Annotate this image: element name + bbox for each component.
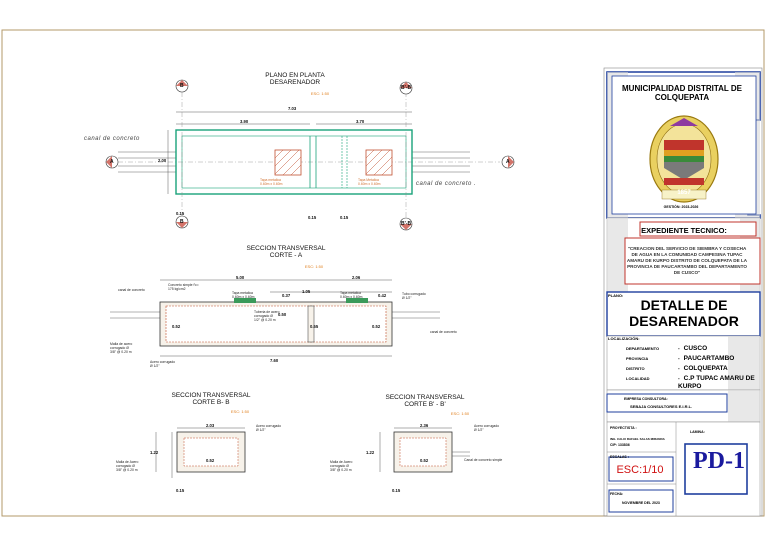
note-malla: Malla de acero corrugado Ø 3/8" @ 0.20 m	[110, 342, 133, 354]
dim-b1: 0.15	[176, 211, 185, 216]
note-tapa1: Tapa metalica 0.60m x 0.60m	[232, 291, 255, 299]
section-bb-title: SECCION TRANSVERSAL CORTE B' - B'	[385, 394, 465, 408]
dim-b-b: 0.15	[176, 488, 185, 493]
dim-a-d3: 0.50	[278, 312, 287, 317]
expediente-description: "CREACION DEL SERVICIO DE SIEMBRA Y COSE…	[626, 246, 748, 275]
cip-text: CIP: 133836	[610, 443, 630, 447]
note-tapa2: Tapa metalica 0.60m x 0.60m	[340, 291, 363, 299]
dim-bb-h: 1.22	[366, 450, 375, 455]
section-bb	[379, 427, 470, 473]
loc-value: -CUSCO	[678, 345, 708, 352]
dim-a-t2: 0.42	[378, 293, 387, 298]
dim-b-h: 1.22	[150, 450, 159, 455]
note-canal-a: canal de concreto	[118, 288, 145, 292]
fecha-value: NOVIEMBRE DEL 2023	[622, 501, 660, 505]
sheet-border	[1, 29, 765, 517]
fecha-label: FECHA:	[610, 492, 624, 496]
section-marker-icon	[105, 79, 515, 231]
marker-b-top: B	[180, 83, 184, 89]
loc-value: -C.P TUPAC AMARU DE KURPO	[678, 375, 755, 390]
dim-a-t3: 0.37	[282, 293, 291, 298]
dim-bb-w: 2.36	[420, 423, 429, 428]
localizacion-label: LOCALIZACIÓN:	[608, 336, 640, 341]
section-b-title: SECCION TRANSVERSAL CORTE B- B	[171, 392, 251, 406]
dim-a-right: 2.06	[352, 275, 361, 280]
dim-a-t1: 1.05	[302, 289, 311, 294]
dim-b-in: 0.52	[206, 458, 215, 463]
loc-key: DISTRITO	[626, 366, 645, 371]
lamina-label: LAMINA:	[690, 430, 705, 434]
dim-b-w: 2.03	[206, 423, 215, 428]
loc-key: DEPARTAMENTO	[626, 346, 660, 351]
marker-a-left: A	[110, 159, 114, 165]
empresa-label: EMPRESA CONSULTORA:	[624, 397, 668, 401]
tapa1-label: Tapa metalica 0.60m x 0.60m	[260, 178, 283, 186]
dim-right: 3.70	[356, 119, 365, 124]
plan-view-scale: ESC: 1:50	[310, 91, 330, 96]
marker-bb-bottom: B'-B	[401, 221, 412, 227]
section-a-title: SECCION TRANSVERSAL CORTE - A	[246, 245, 326, 259]
dim-b2: 0.15	[308, 215, 317, 220]
escala-label: ESCALAS :	[610, 455, 629, 459]
note-canal-b: canal de concreto	[430, 330, 457, 334]
proyectista-name: ING. CALIX RAFAEL SALAS MIRANDA	[610, 437, 665, 441]
seal-year: 1857	[677, 190, 691, 196]
section-bb-scale: ESC: 1:50	[450, 411, 470, 416]
dim-left: 3.90	[240, 119, 249, 124]
loc-value: -COLQUEPATA	[678, 365, 728, 372]
note-b-acero: Acero corrugado Ø 1/2"	[256, 424, 282, 432]
proyectista-label: PROYECTISTA :	[610, 426, 637, 430]
dim-a-d1: 0.52	[172, 324, 181, 329]
note-bb-acero: Acero corrugado Ø 1/2"	[474, 424, 500, 432]
plan-view	[105, 79, 515, 231]
loc-key: LOCALIDAD	[626, 376, 650, 381]
note-tub-pvc: Tuberia de acero corrugado Ø 1/2" @ 0.20…	[254, 310, 280, 322]
note-tubo: Tubo corrugado Ø 1/2"	[402, 292, 426, 300]
canal-right-label: canal de concreto .	[416, 181, 477, 187]
tapa2-label: Tapa Metalica 0.60m x 0.60m	[358, 178, 381, 186]
dim-a-d4: 0.55	[310, 324, 319, 329]
note-acero: Acero corrugado Ø 1/2"	[150, 360, 176, 368]
dim-height: 2.00	[158, 158, 167, 163]
title-block	[603, 67, 763, 517]
plan-view-title: PLANO EN PLANTA DESARENADOR	[265, 72, 325, 86]
marker-a-right: A	[506, 159, 510, 165]
note-bb-malla: Malla de Acero corrugado Ø 3/8" @ 0.20 m	[330, 460, 353, 472]
dim-b3: 0.15	[340, 215, 349, 220]
empresa-name: SEBAJA CONSULTORES E.I.R.L.	[630, 404, 693, 409]
lamina-code: PD-1	[693, 448, 745, 474]
section-a-scale: ESC: 1:50	[304, 264, 324, 269]
loc-value: -PAUCARTAMBO	[678, 355, 735, 362]
municipality-title: MUNICIPALIDAD DISTRITAL DE COLQUEPATA	[622, 84, 742, 102]
canal-left-label: canal de concreto	[84, 136, 140, 142]
escala-value: ESC:1/10	[616, 464, 664, 476]
section-b-scale: ESC: 1:50	[230, 409, 250, 414]
note-b-malla: Malla de Acero corrugado Ø 3/8" @ 0.20 m	[116, 460, 139, 472]
section-b	[155, 427, 246, 478]
dim-a-d2: 0.52	[372, 324, 381, 329]
note-concreto: Concreto simple f'c= 175 kg/cm2	[168, 283, 199, 291]
note-bb-canal: Canal de concreto simple	[464, 458, 503, 462]
loc-key: PROVINCIA	[626, 356, 649, 361]
marker-bb-top: B'-B	[401, 85, 412, 91]
dim-total: 7.03	[288, 106, 297, 111]
dim-a-total: 7.60	[270, 358, 279, 363]
dim-bb-in: 0.52	[420, 458, 429, 463]
plano-title: DETALLE DE DESARENADOR	[629, 297, 739, 329]
dim-a-left: 5.00	[236, 275, 245, 280]
expediente-title: EXPEDIENTE TECNICO:	[641, 226, 727, 235]
municipal-seal-icon	[649, 115, 719, 203]
gestion-text: GESTIÓN: 2023-2026	[663, 205, 699, 209]
section-a	[110, 279, 440, 357]
plano-label: PLANO:	[608, 293, 624, 298]
marker-b-bottom: B	[180, 219, 184, 225]
dim-bb-b: 0.15	[392, 488, 401, 493]
